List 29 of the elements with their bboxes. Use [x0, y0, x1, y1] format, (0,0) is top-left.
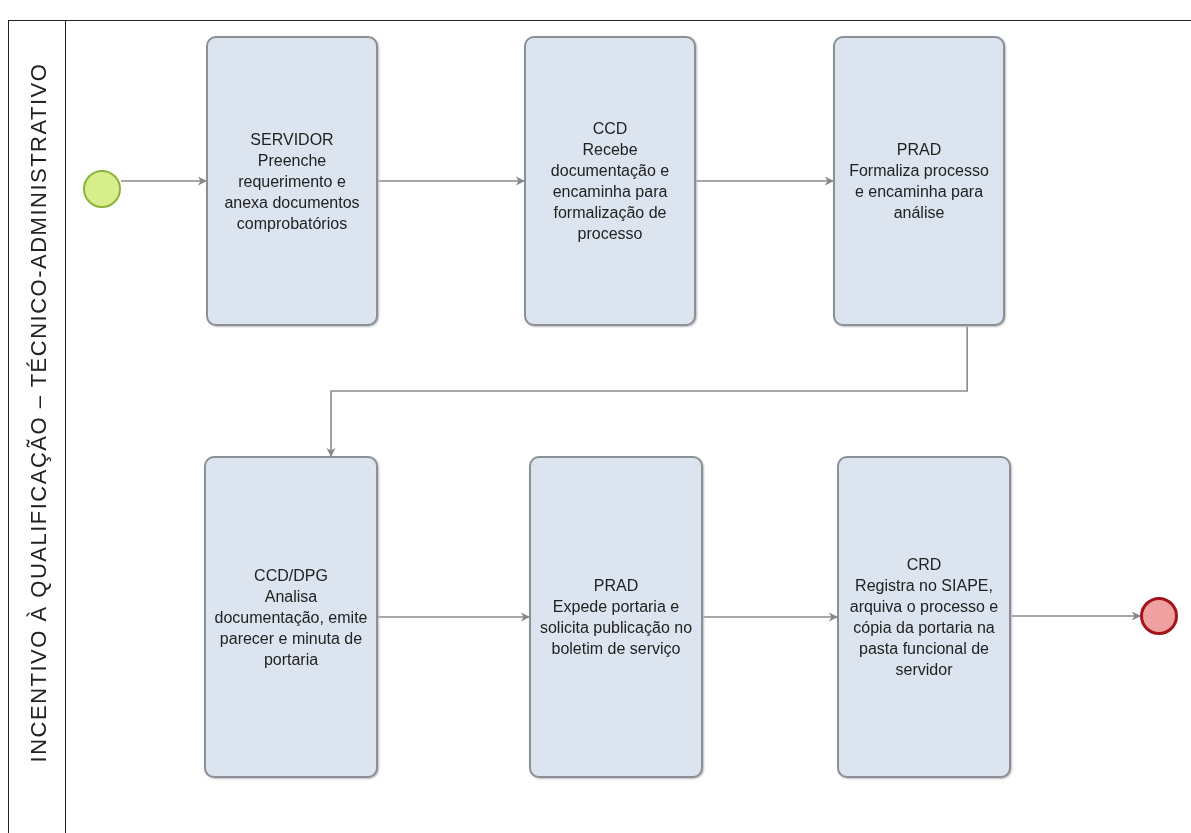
actor-label: CCD/DPG — [254, 565, 328, 586]
actor-label: SERVIDOR — [250, 129, 334, 150]
arrow — [695, 176, 834, 186]
task-text: Preenche requerimento e anexa documentos comprobatórios — [223, 150, 361, 234]
arrow — [702, 612, 838, 622]
task-text: Registra no SIAPE, arquiva o processo e cópia da portaria na pasta funcional de servidor — [848, 576, 1000, 680]
end-event-circle — [1140, 597, 1178, 635]
actor-label: PRAD — [593, 576, 639, 596]
process-box — [206, 36, 378, 326]
process-box — [524, 36, 696, 326]
task-text: Expede portaria e solicita publicação no boletim de serviço — [539, 597, 693, 659]
actor-label: PRAD — [896, 140, 942, 160]
lane-title: INCENTIVO À QUALIFICAÇÃO – TÉCNICO-ADMINISTRATIVO — [26, 61, 50, 765]
task-text: Analisa documentação, emite parecer e minuta de portaria — [214, 586, 368, 670]
arrow — [377, 612, 530, 622]
process-box — [529, 456, 703, 778]
actor-label: CRD — [906, 555, 942, 575]
task-text: Formaliza processo e encaminha para análise — [848, 161, 990, 223]
arrow — [1010, 611, 1141, 621]
arrow — [326, 325, 968, 457]
task-text: Recebe documentação e encaminha para formalização de processo — [549, 140, 671, 244]
arrow — [120, 176, 207, 186]
actor-label: CCD — [592, 119, 628, 139]
start-event-circle — [83, 170, 121, 208]
process-box — [837, 456, 1011, 778]
process-box — [833, 36, 1005, 326]
arrow — [377, 176, 525, 186]
swimlane — [8, 20, 1191, 833]
process-box — [204, 456, 378, 778]
